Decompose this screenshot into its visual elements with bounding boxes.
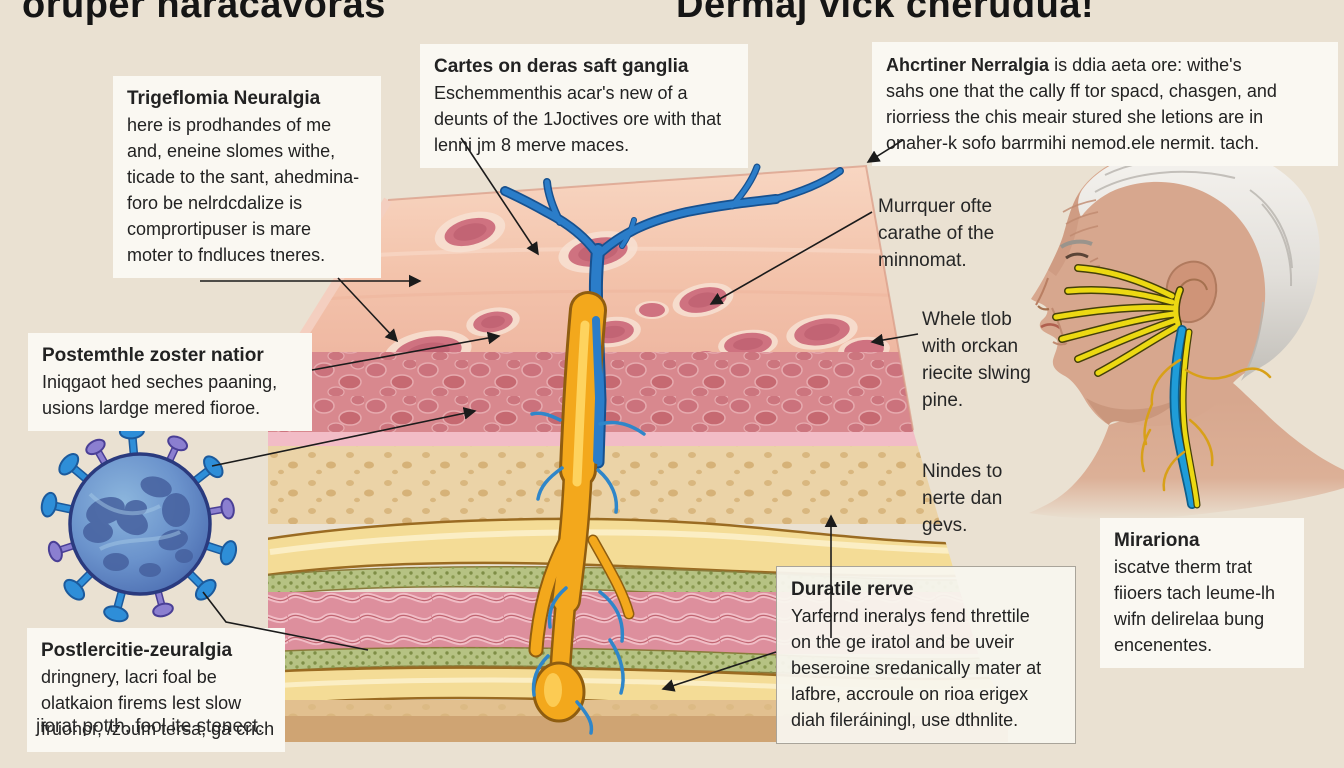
- face-profile: [1031, 146, 1319, 427]
- ear: [1165, 260, 1218, 324]
- virus-spikes: [40, 423, 238, 623]
- callout-title: Duratile rerve: [791, 579, 914, 600]
- virus-core-blobs: [83, 476, 193, 577]
- callout-title: Ahcrtiner Nerralgia: [886, 55, 1050, 75]
- nerve-trunk-outline: [528, 291, 635, 687]
- diagram-title-left: oruper naracavoras: [22, 0, 386, 26]
- lips: [1040, 323, 1061, 330]
- label-nindes: Nindes to nerte dan gevs.: [922, 461, 1003, 536]
- skin-block-outline: [387, 164, 914, 431]
- neck-and-shoulders: [1029, 383, 1344, 520]
- arrow-duratile: [661, 651, 777, 692]
- hair-strands: [1094, 157, 1293, 371]
- varicella-zoster-virus-icon: [40, 423, 238, 623]
- callout-postherpetic-zoster: Postemthle zoster natior Iniqgaot hed se…: [28, 333, 312, 431]
- dermis-layer: [268, 352, 1008, 432]
- facial-nerve-branches: [1052, 264, 1184, 377]
- callout-title: Trigeflomia Neuralgia: [127, 88, 321, 109]
- nerve-blue-branches: [501, 164, 843, 467]
- callout-trigeflomia-neuralgia: Trigeflomia Neuralgia here is prodhandes…: [113, 76, 381, 278]
- eyebrow: [1059, 239, 1093, 249]
- shingles-lesions: [384, 211, 890, 381]
- nostril: [1037, 305, 1050, 311]
- eye: [1065, 252, 1089, 260]
- arrow-murrquer: [709, 211, 873, 305]
- callout-title: Postlercitie-zeuralgia: [41, 640, 233, 661]
- callout-dorsal-ganglia: Cartes on deras saft ganglia Eschemmenth…: [420, 44, 748, 168]
- nasolabial-fold: [1051, 307, 1066, 346]
- callout-ahcrtiner-nerralgia: Ahcrtiner Nerralgia is ddia aeta ore: wi…: [872, 42, 1338, 166]
- nerve-blue-vessel: [592, 316, 604, 464]
- forehead-wrinkles: [1062, 199, 1099, 237]
- diagram-title-right: Dermaj vick cherudua!: [676, 0, 1095, 26]
- virus-body: [68, 452, 212, 596]
- arrow-trigeflomia-2: [337, 277, 399, 343]
- label-whele-tlob: Whele tlob with orckan riecite slwing pi…: [922, 309, 1031, 411]
- callout-postherpetic-neuralgia: Postlercitie-zeuralgia dringnery, lacri …: [27, 628, 285, 752]
- callout-postherpetic-caption: jiorat potth, fool ite stenect.: [36, 716, 264, 737]
- neck-nerve-bundle: [1140, 325, 1272, 509]
- arrow-postemthle: [311, 331, 501, 371]
- callout-mirariona: Mirariona iscatve therm trat fiioers tac…: [1100, 518, 1304, 668]
- callout-title: Postemthle zoster natior: [42, 345, 264, 366]
- label-murrquer: Murrquer ofte carathe of the minnomat.: [878, 196, 995, 271]
- nerve-trunk: [530, 294, 633, 685]
- white-hair: [1078, 144, 1320, 381]
- callout-title: Cartes on deras saft ganglia: [434, 56, 689, 77]
- elderly-man-profile: [1029, 144, 1344, 520]
- dermis-boundary: [268, 432, 1008, 446]
- fat-layer: [268, 446, 1008, 524]
- nerve-root-bulb: [532, 661, 586, 723]
- arrow-whele: [870, 333, 919, 347]
- callout-duratile-nerve: Duratile rerve Yarfernd ineralys fend th…: [776, 566, 1076, 744]
- crows-feet-wrinkles: [1089, 257, 1101, 268]
- nerve-twigs: [1140, 358, 1272, 492]
- nerve-blue-twigs: [530, 411, 646, 735]
- nerve-blue-outline: [500, 163, 844, 469]
- callout-title: Mirariona: [1114, 530, 1200, 551]
